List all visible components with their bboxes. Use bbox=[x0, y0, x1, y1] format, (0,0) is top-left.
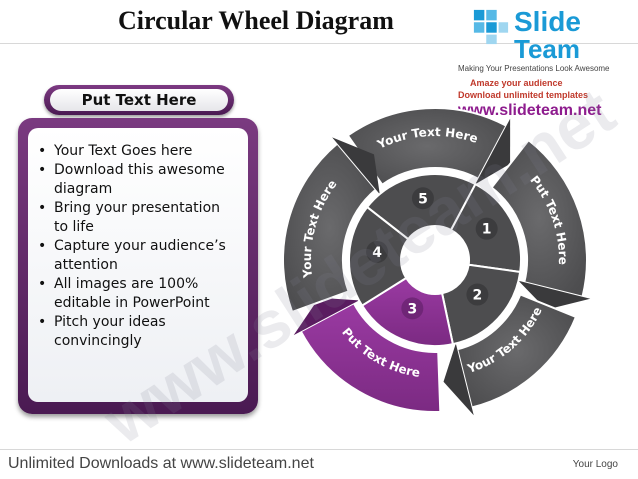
wheel-number: 3 bbox=[407, 301, 417, 317]
wheel-outer-segment bbox=[456, 293, 578, 409]
wheel-arrowhead bbox=[443, 343, 474, 416]
logo-brand-line2: Team bbox=[514, 34, 580, 64]
bullet-item: Capture your audience’s attention bbox=[38, 237, 246, 275]
header-divider bbox=[0, 43, 638, 44]
bullet-text: convincingly bbox=[54, 333, 142, 349]
bullet-item: Bring your presentation to life bbox=[38, 199, 246, 237]
text-panel-body: Your Text Goes hereDownload this awesome… bbox=[28, 128, 248, 402]
wheel-arrowhead bbox=[293, 297, 360, 336]
wheel-arrowhead bbox=[332, 137, 380, 195]
logo-url: www.slideteam.net bbox=[458, 102, 602, 119]
wheel-hub bbox=[405, 230, 465, 290]
logo-brand-line1: Slide bbox=[514, 6, 581, 37]
bullet-text: Pitch your ideas bbox=[54, 314, 166, 330]
wheel-number-badge bbox=[366, 240, 389, 263]
bullet-item: Pitch your ideas convincingly bbox=[38, 313, 246, 351]
bullet-text: Your Text Goes here bbox=[54, 143, 193, 159]
wheel-number: 2 bbox=[473, 288, 483, 304]
wheel-number: 1 bbox=[482, 222, 492, 238]
wheel-number-badge bbox=[401, 297, 424, 320]
panel-heading: Put Text Here bbox=[50, 89, 228, 111]
logo-tagline: Making Your Presentations Look Awesome bbox=[458, 64, 610, 73]
footer-divider bbox=[0, 449, 638, 450]
bullet-item: Download this awesome diagram bbox=[38, 161, 246, 199]
bullet-item: Your Text Goes here bbox=[38, 142, 246, 161]
logo-promo-line1: Amaze your audience bbox=[470, 78, 563, 88]
text-panel: Your Text Goes hereDownload this awesome… bbox=[18, 118, 258, 414]
wheel-outer-segment bbox=[346, 107, 508, 187]
footer-logo-placeholder: Your Logo bbox=[572, 459, 618, 470]
wheel-number: 5 bbox=[418, 191, 428, 207]
bullet-text: to life bbox=[54, 219, 94, 235]
bullet-item: All images are 100% editable in PowerPoin… bbox=[38, 275, 246, 313]
bullet-text: Bring your presentation bbox=[54, 200, 221, 216]
page-title: Circular Wheel Diagram bbox=[118, 6, 394, 35]
bullet-text: editable in PowerPoint bbox=[54, 295, 210, 311]
wheel-number-badge bbox=[411, 187, 434, 210]
footer-promo-text: Unlimited Downloads at www.slideteam.net bbox=[8, 455, 314, 472]
bullet-text: Download this awesome bbox=[54, 162, 225, 178]
slideteam-logo-icon bbox=[473, 9, 509, 45]
wheel-outer-segment bbox=[490, 138, 588, 298]
panel-heading-pill: Put Text Here bbox=[44, 85, 234, 115]
wheel-outer-segment bbox=[299, 301, 442, 413]
brand-logo: Slide Team Making Your Presentations Loo… bbox=[458, 6, 634, 120]
bullet-list: Your Text Goes hereDownload this awesome… bbox=[38, 142, 246, 351]
bullet-text: diagram bbox=[54, 181, 113, 197]
wheel-number: 4 bbox=[372, 245, 382, 261]
logo-promo-line2: Download unlimited templates bbox=[458, 90, 589, 100]
wheel-number-badge bbox=[466, 283, 489, 306]
wheel-outer-segment bbox=[282, 142, 378, 314]
bullet-text: attention bbox=[54, 257, 118, 273]
bullet-text: Capture your audience’s bbox=[54, 238, 226, 254]
wheel-arrowhead bbox=[518, 280, 591, 310]
wheel-number-badge bbox=[475, 217, 498, 240]
bullet-text: All images are 100% bbox=[54, 276, 199, 292]
